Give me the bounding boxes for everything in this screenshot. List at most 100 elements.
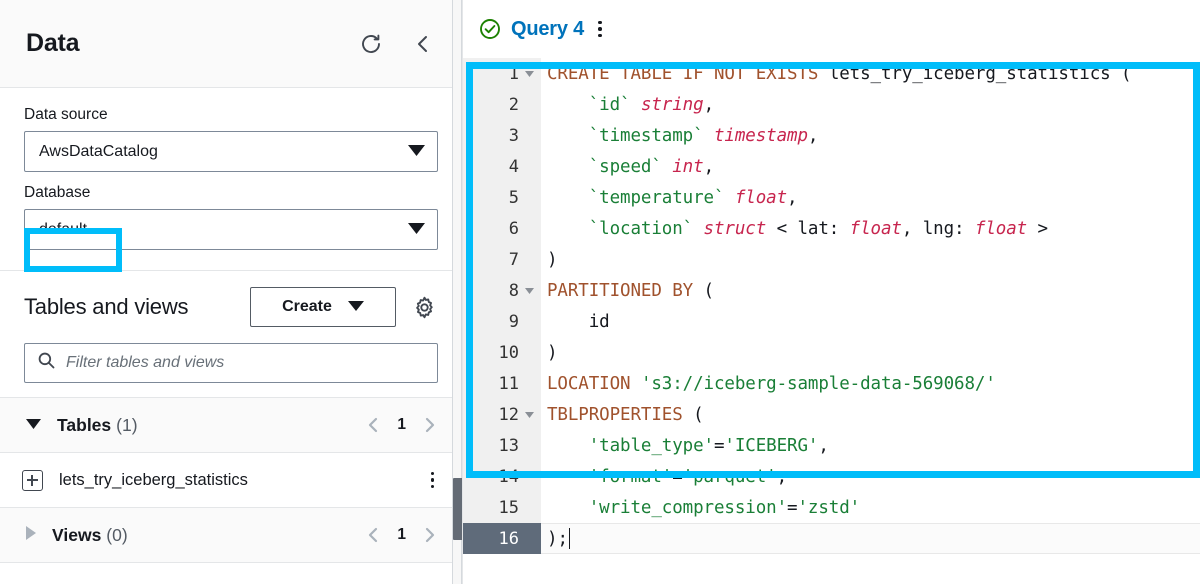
- code-line-text: `location` struct < lat: float, lng: flo…: [588, 218, 1048, 239]
- query-editor-pane: Query 4 1 CREATE TABLE IF NOT EXISTS lets…: [462, 0, 1200, 584]
- line-number: 3: [508, 125, 519, 146]
- code-line[interactable]: 12 TBLPROPERTIES (: [463, 399, 1200, 430]
- table-row[interactable]: lets_try_iceberg_statistics: [0, 453, 462, 508]
- code-line[interactable]: 2 `id` string,: [463, 89, 1200, 120]
- line-number: 6: [508, 218, 519, 239]
- code-line[interactable]: 1 CREATE TABLE IF NOT EXISTS lets_try_ice…: [463, 58, 1200, 89]
- database-value: default: [39, 220, 88, 238]
- create-button[interactable]: Create: [250, 287, 396, 327]
- line-number-gutter: 14: [463, 461, 541, 492]
- data-source-select[interactable]: AwsDataCatalog: [24, 131, 438, 172]
- tab-query-4[interactable]: Query 4: [479, 17, 606, 42]
- code-line[interactable]: 13 'table_type'='ICEBERG',: [463, 430, 1200, 461]
- code-line[interactable]: 5 `temperature` float,: [463, 182, 1200, 213]
- data-source-label: Data source: [24, 106, 108, 123]
- chevron-left-icon[interactable]: [365, 416, 380, 434]
- line-number-gutter: 9: [463, 306, 541, 337]
- fold-triangle-icon[interactable]: [523, 70, 535, 77]
- chevron-left-icon[interactable]: [410, 31, 436, 57]
- sidebar-scrollbar-thumb[interactable]: [453, 478, 463, 540]
- tables-pagination: 1: [365, 416, 438, 434]
- gear-icon[interactable]: [410, 293, 438, 321]
- filter-tables-box[interactable]: [24, 343, 438, 383]
- code-line[interactable]: 7): [463, 244, 1200, 275]
- search-icon: [37, 351, 56, 375]
- line-number-gutter: 6: [463, 213, 541, 244]
- group-count-views: (0): [106, 524, 128, 545]
- group-row-tables[interactable]: Tables (1) 1: [0, 398, 462, 453]
- code-line-text: TBLPROPERTIES (: [547, 404, 704, 425]
- group-label-tables: Tables: [57, 414, 112, 435]
- tab-label[interactable]: Query 4: [511, 17, 585, 40]
- line-number: 13: [498, 435, 519, 456]
- line-number-gutter: 7: [463, 244, 541, 275]
- line-number-gutter: 10: [463, 337, 541, 368]
- code-line-text: 'format'='parquet',: [588, 466, 788, 487]
- line-number-gutter: 13: [463, 430, 541, 461]
- line-number: 9: [508, 311, 519, 332]
- kebab-vertical-icon[interactable]: [594, 17, 606, 42]
- code-line-text: LOCATION 's3://iceberg-sample-data-56906…: [547, 373, 996, 394]
- chevron-right-icon[interactable]: [423, 526, 438, 544]
- views-page-number: 1: [397, 526, 406, 543]
- line-number: 7: [508, 249, 519, 270]
- data-source-section: Data source AwsDataCatalog Database defa…: [0, 88, 462, 271]
- filter-tables-input[interactable]: [66, 354, 425, 372]
- triangle-down-icon: [26, 416, 41, 434]
- line-number: 5: [508, 187, 519, 208]
- code-line[interactable]: 14 'format'='parquet',: [463, 461, 1200, 492]
- query-tabbar: Query 4: [463, 0, 1200, 58]
- line-number: 15: [498, 497, 519, 518]
- code-line[interactable]: 8 PARTITIONED BY (: [463, 275, 1200, 306]
- chevron-down-icon: [408, 221, 425, 239]
- group-row-views[interactable]: Views (0) 1: [0, 508, 462, 563]
- code-line[interactable]: 16);: [463, 523, 1200, 554]
- database-label: Database: [24, 184, 91, 201]
- table-name: lets_try_iceberg_statistics: [59, 470, 248, 489]
- tables-and-views-header: Tables and views Create: [24, 287, 438, 327]
- line-number: 12: [498, 404, 519, 425]
- data-source-value: AwsDataCatalog: [39, 142, 158, 160]
- code-line[interactable]: 10): [463, 337, 1200, 368]
- line-number: 1: [508, 63, 519, 84]
- line-number: 8: [508, 280, 519, 301]
- chevron-left-icon[interactable]: [365, 526, 380, 544]
- plus-box-icon[interactable]: [22, 469, 43, 491]
- code-line[interactable]: 11 LOCATION 's3://iceberg-sample-data-569…: [463, 368, 1200, 399]
- code-line[interactable]: 3 `timestamp` timestamp,: [463, 120, 1200, 151]
- sidebar-scrollbar[interactable]: [452, 0, 463, 584]
- database-select[interactable]: default: [24, 209, 438, 250]
- tables-page-number: 1: [397, 416, 406, 433]
- line-number-gutter: 16: [463, 523, 541, 554]
- line-number-gutter: 11: [463, 368, 541, 399]
- code-line-text: `id` string,: [588, 94, 714, 115]
- create-button-label: Create: [282, 298, 332, 315]
- chevron-down-icon: [347, 298, 364, 316]
- sql-code-area[interactable]: 1 CREATE TABLE IF NOT EXISTS lets_try_ice…: [463, 58, 1200, 584]
- sidebar-header-actions: [358, 31, 436, 57]
- code-line-text: `timestamp` timestamp,: [588, 125, 819, 146]
- tables-and-views-title: Tables and views: [24, 294, 189, 319]
- code-line-text: 'table_type'='ICEBERG',: [588, 435, 829, 456]
- code-line[interactable]: 15 'write_compression'='zstd': [463, 492, 1200, 523]
- code-line[interactable]: 4 `speed` int,: [463, 151, 1200, 182]
- fold-triangle-icon[interactable]: [523, 287, 535, 294]
- chevron-down-icon: [408, 143, 425, 161]
- code-line-text: PARTITIONED BY (: [547, 280, 714, 301]
- code-line[interactable]: 6 `location` struct < lat: float, lng: f…: [463, 213, 1200, 244]
- line-number: 2: [508, 94, 519, 115]
- group-label-views: Views: [52, 524, 102, 545]
- kebab-vertical-icon[interactable]: [427, 468, 439, 493]
- fold-triangle-icon[interactable]: [523, 411, 535, 418]
- line-number-gutter: 12: [463, 399, 541, 430]
- refresh-icon[interactable]: [358, 31, 384, 57]
- line-number-gutter: 8: [463, 275, 541, 306]
- group-count-tables: (1): [116, 414, 138, 435]
- code-line-text: CREATE TABLE IF NOT EXISTS lets_try_iceb…: [547, 63, 1132, 84]
- chevron-right-icon[interactable]: [423, 416, 438, 434]
- code-line[interactable]: 9 id: [463, 306, 1200, 337]
- line-number: 14: [498, 466, 519, 487]
- line-number-gutter: 3: [463, 120, 541, 151]
- code-line-text: id: [588, 311, 610, 332]
